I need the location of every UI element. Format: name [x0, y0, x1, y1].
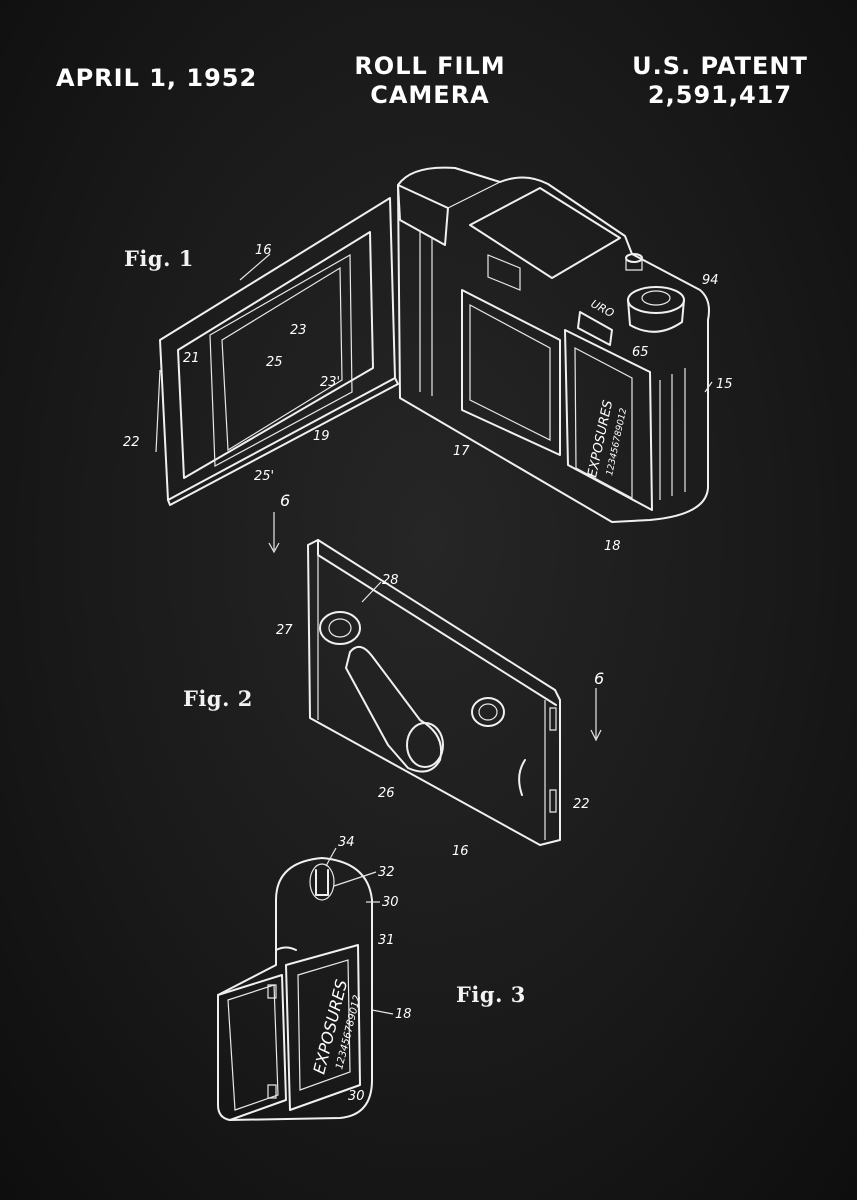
callout-17: 17 — [453, 444, 470, 459]
patent-number: U.S. PATENT 2,591,417 — [632, 52, 808, 109]
callout-25: 25 — [266, 355, 283, 370]
callout-30-top: 30 — [382, 895, 399, 910]
callout-31: 31 — [378, 933, 395, 948]
figure-1-label: Fig. 1 — [124, 246, 194, 271]
callout-94: 94 — [702, 273, 719, 288]
patent-title: ROLL FILM CAMERA — [354, 52, 506, 109]
callout-16-fig1: 16 — [255, 243, 272, 258]
callout-65: 65 — [632, 345, 649, 360]
callout-15: 15 — [716, 377, 733, 392]
callout-19: 19 — [313, 429, 330, 444]
callout-22-fig2: 22 — [573, 797, 590, 812]
callout-18-fig1: 18 — [604, 539, 621, 554]
callout-30-bottom: 30 — [348, 1089, 365, 1104]
figure-3-label: Fig. 3 — [456, 982, 526, 1007]
callout-28: 28 — [382, 573, 399, 588]
figure-2-label: Fig. 2 — [183, 686, 253, 711]
figure-2-drawing: 6 28 27 6 26 22 16 — [268, 491, 604, 859]
figure-3-drawing: EXPOSURES 123456789012 34 32 30 31 18 30 — [217, 835, 412, 1121]
callout-21: 21 — [183, 351, 200, 366]
callout-22-fig1: 22 — [123, 435, 140, 450]
callout-27: 27 — [276, 623, 293, 638]
patent-date: APRIL 1, 1952 — [56, 64, 258, 92]
callout-16-fig2: 16 — [452, 844, 469, 859]
callout-25-prime: 25' — [254, 469, 274, 484]
callout-23: 23 — [290, 323, 307, 338]
figure-1-drawing: EXPOSURES 123456789012 16 23 25 21 23' 1… — [123, 166, 733, 554]
dial-letters: URO — [589, 297, 617, 320]
callout-32: 32 — [378, 865, 395, 880]
callout-26: 26 — [378, 786, 395, 801]
callout-34: 34 — [338, 835, 355, 850]
callout-6-top: 6 — [280, 491, 290, 510]
callout-23-prime: 23' — [320, 375, 340, 390]
callout-18-fig3: 18 — [395, 1007, 412, 1022]
callout-6-right: 6 — [594, 669, 604, 688]
